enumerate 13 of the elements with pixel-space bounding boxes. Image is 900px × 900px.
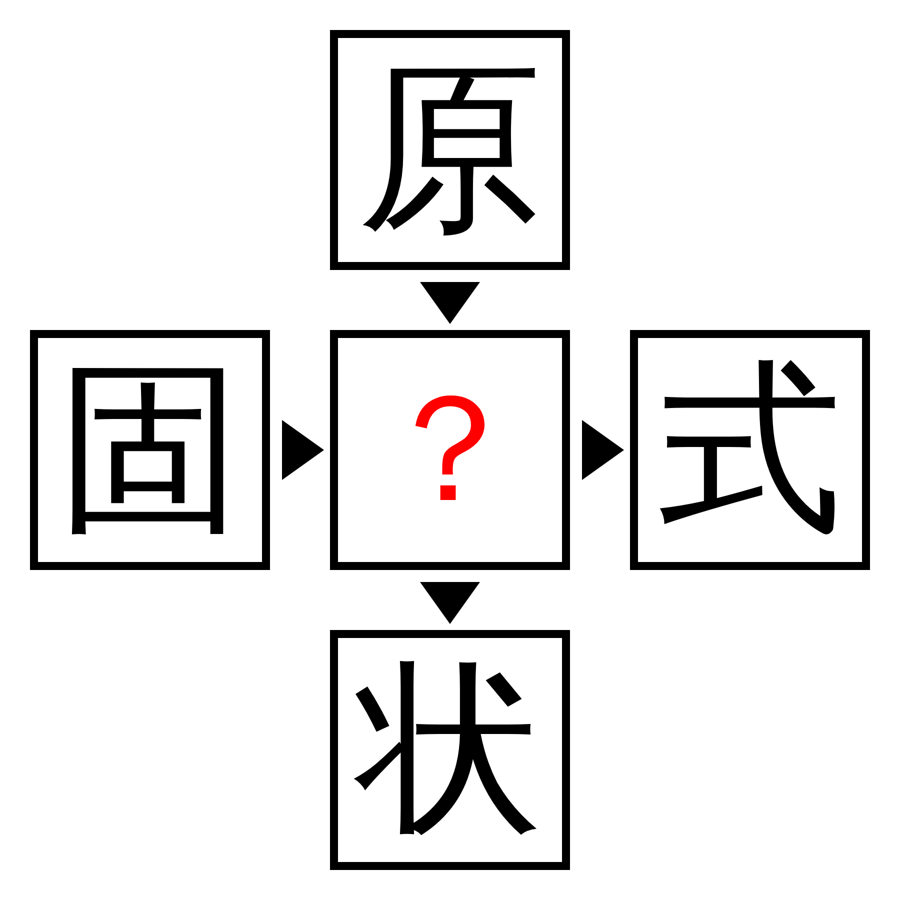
character-box <box>330 30 570 270</box>
character-box <box>330 330 570 570</box>
question-mark: ？ <box>375 375 525 525</box>
arrow <box>420 582 480 624</box>
arrow <box>282 420 324 480</box>
character-box <box>630 330 870 570</box>
arrow <box>582 420 624 480</box>
kanji-character: 固 <box>58 358 242 542</box>
kanji-character: 原 <box>358 58 542 242</box>
arrow <box>420 282 480 324</box>
character-box <box>30 330 270 570</box>
kanji-character: 式 <box>658 358 842 542</box>
character-box <box>330 630 570 870</box>
